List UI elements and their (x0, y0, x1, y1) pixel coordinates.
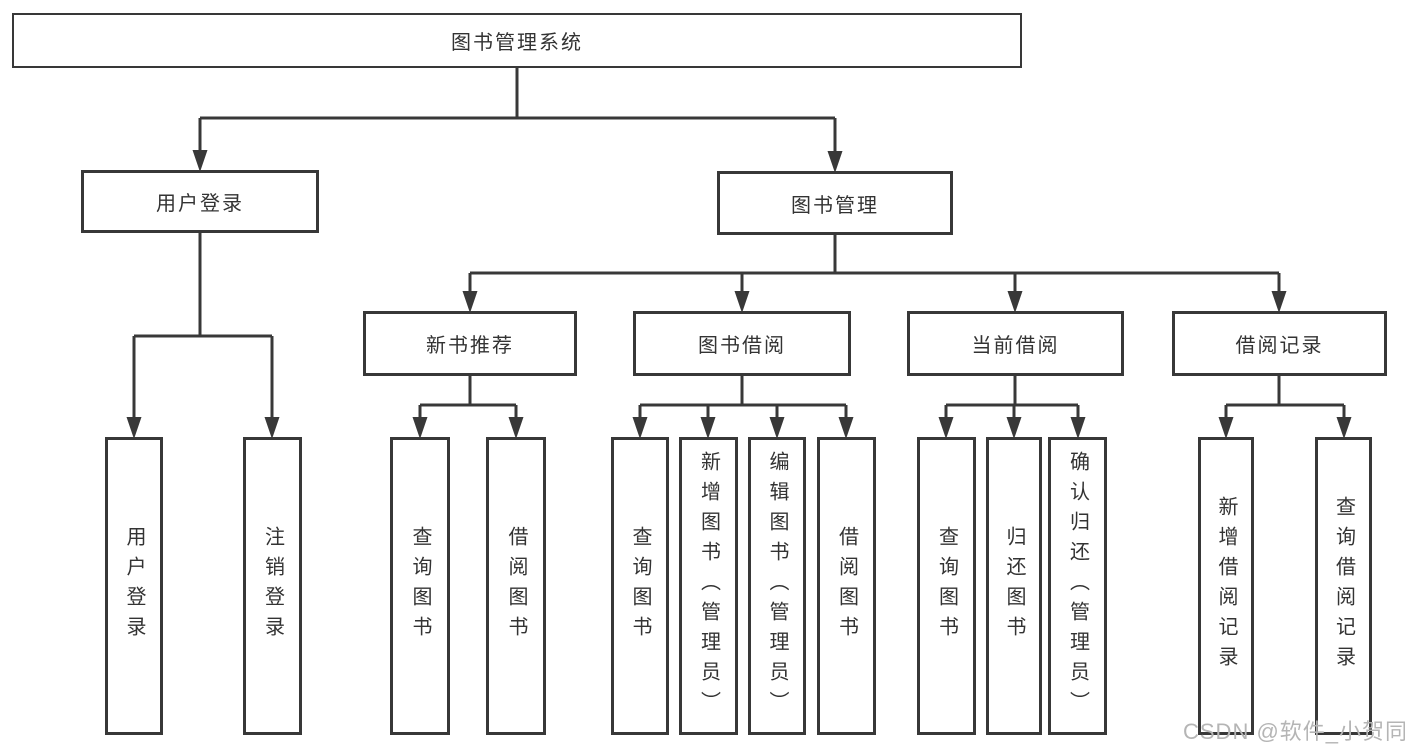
node-label: 借阅记录 (1235, 335, 1324, 357)
leaf-label: 新增借阅记录 (1215, 496, 1237, 676)
leaf-borrowing-query-book: 查询图书 (611, 437, 669, 735)
leaf-label: 查询图书 (409, 526, 431, 646)
node-label: 新书推荐 (426, 335, 514, 357)
leaf-current-query-book: 查询图书 (917, 437, 976, 735)
leaf-label: 注销登录 (261, 526, 284, 646)
connector-lines (132, 68, 1346, 419)
node-label: 图书管理系统 (451, 32, 583, 54)
node-current-borrowing: 当前借阅 (907, 311, 1124, 376)
node-root-library-system: 图书管理系统 (12, 13, 1022, 68)
node-label: 当前借阅 (971, 335, 1060, 357)
leaf-label: 查询图书 (935, 526, 958, 646)
node-label: 图书借阅 (698, 335, 786, 357)
leaf-logout: 注销登录 (243, 437, 302, 735)
leaf-borrowing-edit-book-admin: 编辑图书（管理员） (748, 437, 806, 735)
node-book-management: 图书管理 (717, 171, 953, 235)
leaf-label: 归还图书 (1003, 526, 1025, 646)
node-label: 用户登录 (156, 193, 244, 215)
leaf-records-add-record: 新增借阅记录 (1198, 437, 1254, 735)
node-label: 图书管理 (791, 194, 879, 217)
leaf-recommend-borrow-book: 借阅图书 (486, 437, 546, 735)
leaf-label: 查询图书 (629, 526, 651, 646)
leaf-current-confirm-return-admin: 确认归还（管理员） (1048, 437, 1107, 735)
node-user-login: 用户登录 (81, 170, 319, 233)
node-new-book-recommend: 新书推荐 (363, 311, 577, 376)
arrowhead-icons (126, 150, 1352, 439)
node-book-borrowing: 图书借阅 (633, 311, 851, 376)
leaf-current-return-book: 归还图书 (986, 437, 1042, 735)
leaf-records-query-record: 查询借阅记录 (1315, 437, 1372, 735)
leaf-label: 借阅图书 (835, 526, 858, 646)
leaf-borrowing-borrow-book: 借阅图书 (817, 437, 876, 735)
leaf-label: 借阅图书 (505, 526, 527, 646)
leaf-label: 确认归还（管理员） (1066, 451, 1089, 721)
leaf-label: 编辑图书（管理员） (766, 451, 788, 721)
leaf-user-login: 用户登录 (105, 437, 163, 735)
csdn-watermark: CSDN @软件_小贺同学 (1183, 719, 1405, 744)
node-borrow-records: 借阅记录 (1172, 311, 1387, 376)
leaf-label: 用户登录 (123, 526, 145, 646)
leaf-label: 查询借阅记录 (1332, 496, 1355, 676)
leaf-borrowing-add-book-admin: 新增图书（管理员） (679, 437, 738, 735)
leaf-label: 新增图书（管理员） (697, 451, 720, 721)
leaf-recommend-query-book: 查询图书 (390, 437, 450, 735)
